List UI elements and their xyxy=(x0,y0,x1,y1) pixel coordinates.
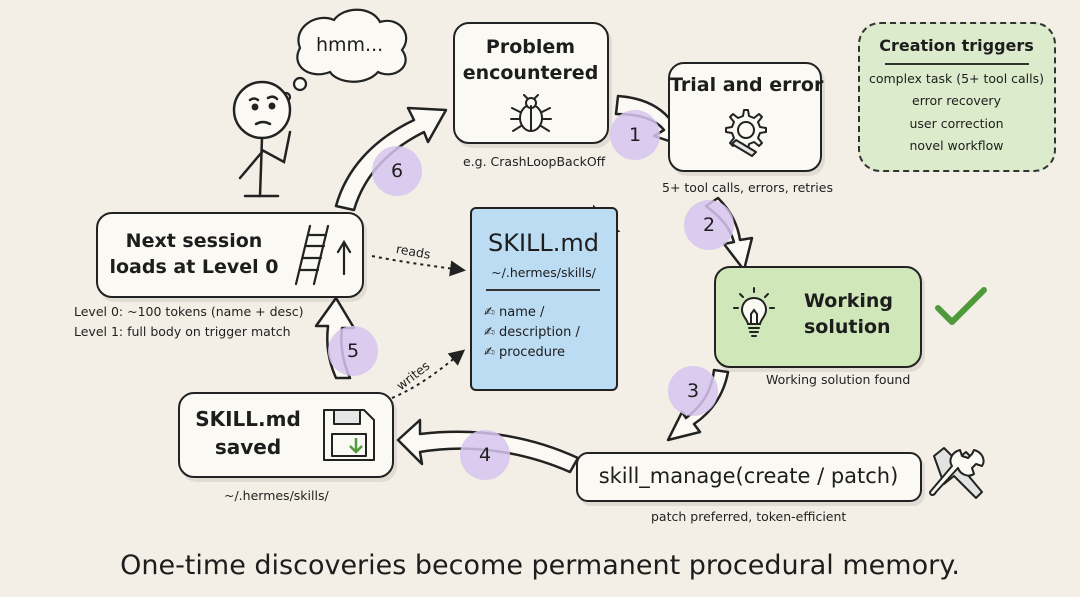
hammer-wrench-icon xyxy=(929,447,985,499)
problem-title-line2: encountered xyxy=(462,62,599,84)
writes-connector xyxy=(391,349,466,399)
working-solution-box: Working solution xyxy=(714,266,922,368)
step-4-badge: 4 xyxy=(460,430,510,480)
gear-wrench-icon xyxy=(725,109,767,157)
trigger-item: novel workflow xyxy=(909,138,1004,153)
thought-bubble xyxy=(280,8,408,103)
skill-field: ✍ name / xyxy=(484,305,544,320)
skill-file-title: SKILL.md xyxy=(487,229,600,257)
pencil-icon: ✍ xyxy=(484,305,495,320)
working-caption: Working solution found xyxy=(766,372,911,387)
trial-title: Trial and error xyxy=(670,74,824,96)
creation-triggers-box: Creation triggers complex task (5+ tool … xyxy=(858,22,1056,172)
skill-field: ✍ description / xyxy=(484,325,580,340)
working-title-line1: Working xyxy=(804,290,893,312)
lightbulb-icon xyxy=(733,287,775,337)
skill-file-card: SKILL.md ~/.hermes/skills/ ✍ name / ✍ de… xyxy=(470,207,618,391)
trigger-item: user correction xyxy=(909,116,1004,131)
next-caption-line2: Level 1: full body on trigger match xyxy=(74,324,291,339)
arrow-6 xyxy=(334,106,448,212)
tagline: One-time discoveries become permanent pr… xyxy=(120,550,960,581)
skill-file-divider xyxy=(486,289,600,291)
next-session-box: Next session loads at Level 0 xyxy=(96,212,364,298)
saved-title-line2: saved xyxy=(214,435,282,459)
checkmark-icon xyxy=(935,287,987,325)
triggers-title: Creation triggers xyxy=(879,36,1034,55)
bug-icon xyxy=(510,94,552,132)
skill-manage-caption: patch preferred, token-efficient xyxy=(651,509,847,524)
step-3-badge: 3 xyxy=(668,366,718,416)
step-5-badge: 5 xyxy=(328,326,378,376)
step-6-badge: 6 xyxy=(372,146,422,196)
saved-title-line1: SKILL.md xyxy=(195,407,301,431)
step-1-badge: 1 xyxy=(610,110,660,160)
working-title-line2: solution xyxy=(804,316,891,338)
trigger-item: error recovery xyxy=(912,93,1001,108)
skill-file-path: ~/.hermes/skills/ xyxy=(491,265,596,280)
skill-field-label: procedure xyxy=(499,345,566,360)
ladder-icon xyxy=(294,224,352,286)
reads-connector xyxy=(371,255,466,277)
confused-person-illustration xyxy=(232,80,292,198)
next-title-line2: loads at Level 0 xyxy=(109,256,279,278)
step-2-badge: 2 xyxy=(684,200,734,250)
problem-box: Problem encountered xyxy=(453,22,609,144)
problem-title-line1: Problem xyxy=(485,36,576,58)
trial-box: Trial and error xyxy=(668,62,824,172)
problem-caption: e.g. CrashLoopBackOff xyxy=(463,154,606,169)
skill-field-label: name / xyxy=(499,305,545,320)
triggers-underline xyxy=(885,63,1029,65)
next-caption-line1: Level 0: ~100 tokens (name + desc) xyxy=(74,304,304,319)
skill-saved-box: SKILL.md saved xyxy=(178,392,394,478)
trigger-item: complex task (5+ tool calls) xyxy=(868,71,1045,86)
saved-caption: ~/.hermes/skills/ xyxy=(224,488,329,503)
pencil-icon: ✍ xyxy=(484,325,495,340)
thought-text: hmm... xyxy=(316,34,384,56)
skill-manage-box: skill_manage(create / patch) xyxy=(576,452,922,502)
trial-caption: 5+ tool calls, errors, retries xyxy=(662,180,833,195)
skill-field-label: description / xyxy=(499,325,580,340)
next-title-line1: Next session xyxy=(125,230,263,252)
skill-manage-label: skill_manage(create / patch) xyxy=(598,464,899,488)
floppy-disk-icon xyxy=(323,409,375,461)
skill-field: ✍ procedure xyxy=(484,345,565,360)
pencil-icon: ✍ xyxy=(484,345,495,360)
